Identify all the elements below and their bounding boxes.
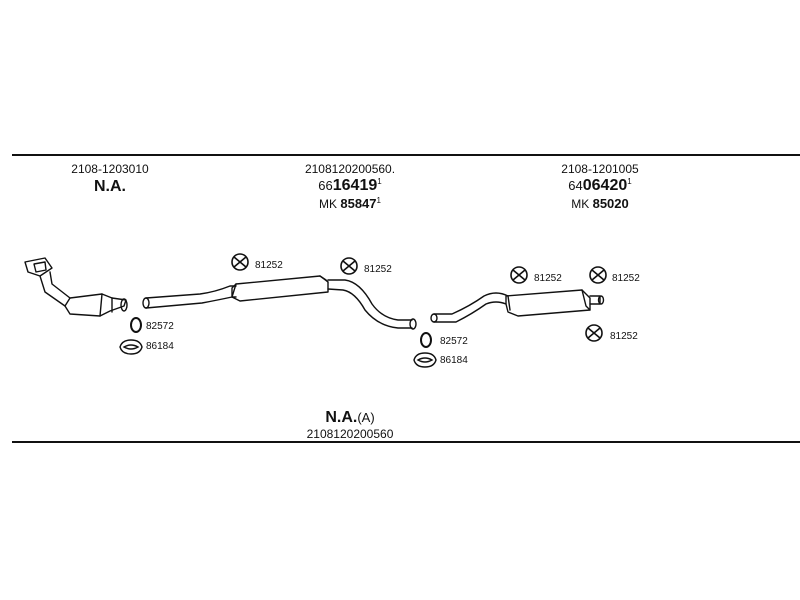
clamp-icon [119, 339, 143, 355]
hanger-label: 81252 [255, 260, 283, 271]
rear-silencer-part-number: 64064201 [545, 178, 655, 194]
clamp-label: 86184 [440, 355, 468, 366]
rear-silencer-prefix: 64 [568, 178, 583, 193]
hanger-label: 81252 [364, 264, 392, 275]
middle-silencer-mk-sup: 1 [376, 196, 381, 205]
header-middle-silencer: 2108120200560. 66164191 MK 858471 [290, 163, 410, 210]
rear-silencer-code: 2108-1201005 [561, 162, 639, 176]
middle-silencer-code: 2108120200560. [304, 162, 396, 176]
sealing-ring-label: 82572 [440, 336, 468, 347]
sealing-ring-label: 82572 [146, 321, 174, 332]
front-pipe-catalytic-part [24, 257, 128, 317]
footer-kit: N.A.(A) 2108120200560 [280, 410, 420, 441]
hanger-icon [510, 266, 528, 284]
rear-silencer-mk: MK 85020 [545, 197, 655, 210]
middle-silencer-part [142, 275, 417, 330]
rear-silencer-mk-prefix: MK [571, 197, 590, 211]
hanger-icon [231, 253, 249, 271]
middle-silencer-mk-number: 85847 [340, 196, 377, 211]
clamp-label: 86184 [146, 341, 174, 352]
hanger-label: 81252 [612, 273, 640, 284]
header-front-pipe: 2108-1203010 N.A. [60, 163, 160, 195]
bottom-divider-line [12, 441, 800, 443]
rear-silencer-sup: 1 [627, 177, 632, 186]
hanger-icon [340, 257, 358, 275]
top-divider-line [12, 154, 800, 156]
hanger-icon [585, 324, 603, 342]
clamp-icon [413, 352, 437, 368]
middle-silencer-mk-prefix: MK [319, 197, 338, 211]
header-rear-silencer: 2108-1201005 64064201 MK 85020 [545, 163, 655, 210]
footer-kit-suffix: (A) [357, 410, 375, 425]
middle-silencer-part-number: 66164191 [290, 178, 410, 194]
hanger-icon [589, 266, 607, 284]
middle-silencer-mk: MK 858471 [290, 196, 410, 211]
front-pipe-na: N.A. [94, 178, 126, 195]
middle-silencer-number: 16419 [332, 177, 378, 194]
middle-silencer-prefix: 66 [318, 178, 333, 193]
rear-silencer-number: 06420 [582, 177, 628, 194]
footer-kit-na: N.A. [325, 409, 358, 426]
rear-silencer-part [430, 289, 605, 323]
sealing-ring-icon [130, 317, 142, 333]
footer-kit-code: 2108120200560 [306, 427, 394, 441]
front-pipe-code: 2108-1203010 [71, 162, 149, 176]
middle-silencer-sup: 1 [377, 177, 382, 186]
footer-kit-title: N.A.(A) [280, 410, 420, 426]
hanger-label: 81252 [610, 331, 638, 342]
hanger-label: 81252 [534, 273, 562, 284]
sealing-ring-icon [420, 332, 432, 348]
rear-silencer-mk-number: 85020 [592, 196, 629, 211]
